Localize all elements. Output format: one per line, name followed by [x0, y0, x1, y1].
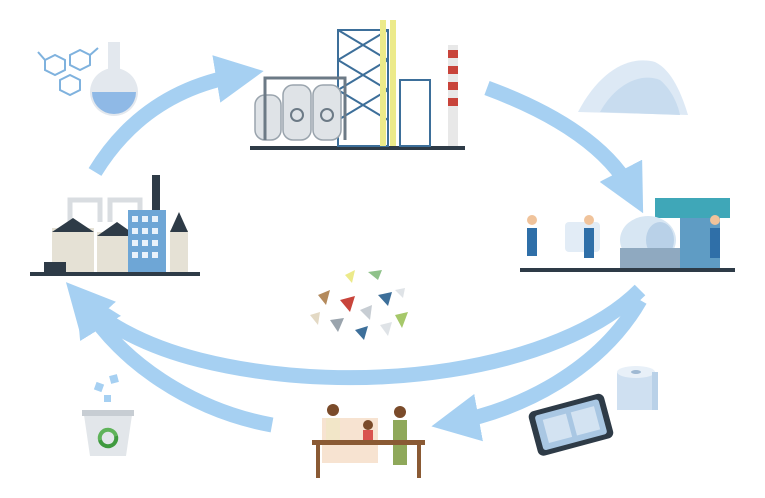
chemical-flask-icon [37, 42, 138, 116]
recycle-bin-icon [82, 374, 134, 456]
factory-icon [30, 175, 200, 276]
tissue-roll-icon [617, 366, 658, 410]
arrow-refinery-to-plant [484, 80, 644, 214]
arrow-consumers-to-factory [75, 287, 274, 433]
tray-icon [528, 393, 614, 456]
cycle-arrows [65, 55, 647, 442]
refinery-icon [250, 20, 465, 150]
family-table-icon [312, 404, 425, 478]
paper-machine-icon [520, 198, 735, 272]
arrow-factory-to-refinery [88, 55, 264, 176]
plastic-flakes-icon [310, 270, 408, 340]
powder-pile-icon [578, 60, 688, 115]
arrow-plant-to-consumers [431, 296, 647, 442]
